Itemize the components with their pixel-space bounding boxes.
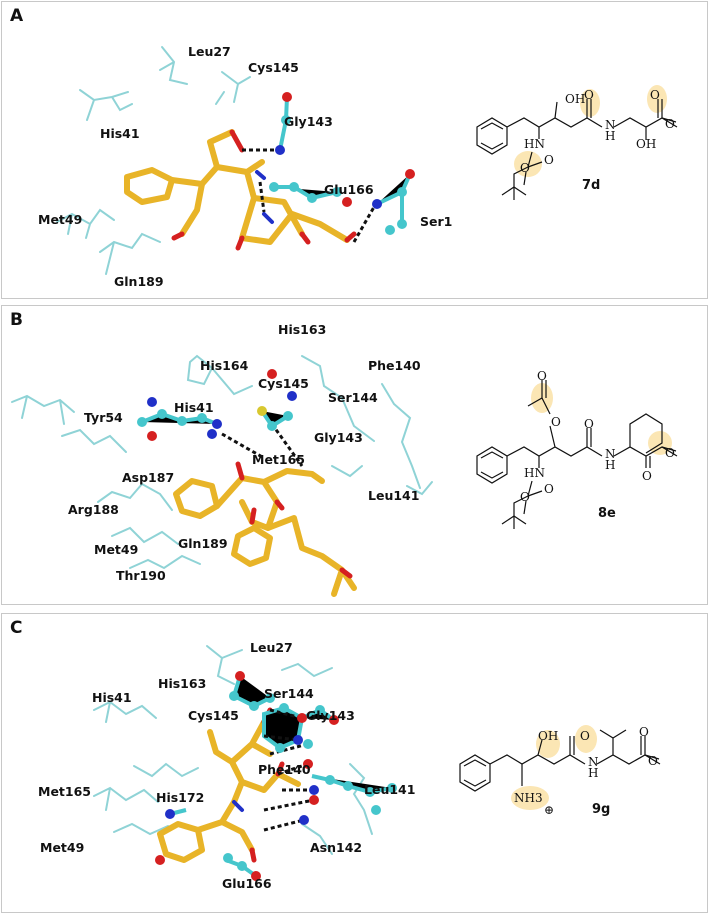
residue-label: His172 [156,790,205,805]
ligand-sticks [124,129,350,245]
residue-label: Phe140 [368,358,421,373]
ligand-sticks [157,719,301,863]
svg-text:O: O [642,469,652,483]
residue-label: Thr190 [116,568,166,583]
hbond-lines [221,423,304,467]
svg-text:O: O [544,482,554,496]
residue-label: Glu166 [324,182,374,197]
residue-label: His41 [92,690,132,705]
panel-label: A [10,6,24,26]
svg-text:OH: OH [538,729,558,743]
svg-text:O: O [544,153,554,167]
residue-label: Met49 [94,542,139,557]
compound-label: 9g [592,802,611,817]
residue-label: Leu27 [250,640,293,655]
residue-label: His163 [278,322,327,337]
residue-label: Ser1 [420,214,453,229]
panel-a: A [1,1,708,299]
binding-pose-render [93,645,397,881]
residue-label: Ser144 [264,686,314,701]
svg-text:NH3: NH3 [514,791,543,805]
hbond-lines [263,708,315,832]
residue-label: Cys145 [188,708,239,723]
svg-text:O: O [665,117,675,131]
panel-b: B [1,305,708,605]
panel-c: C [1,613,708,913]
svg-text:HN: HN [524,137,545,151]
svg-text:O: O [648,754,658,768]
svg-text:H: H [605,129,615,143]
svg-text:O: O [551,415,561,429]
residue-label: Tyr54 [84,410,123,425]
svg-text:O: O [584,88,594,102]
svg-text:N: N [605,447,616,461]
svg-text:OH: OH [636,137,656,151]
structure-8e: O O O N H O O HN O O [476,369,678,529]
structure-7d: OH O N H O O OH HN O O [476,85,678,200]
binding-pose-render [56,46,415,275]
panel-label: B [10,310,23,330]
svg-text:O: O [665,446,675,460]
svg-text:N: N [588,755,599,769]
residue-label: Leu141 [368,488,420,503]
svg-text:O: O [537,369,547,383]
residue-label: Glu166 [222,876,272,891]
structure-9g: OH O N H O O NH3 ⊕ [459,725,661,817]
residue-label: Gly143 [314,430,363,445]
ball-atoms [155,671,397,881]
svg-text:O: O [639,725,649,739]
residue-label: Leu27 [188,44,231,59]
panel-label: C [10,618,23,638]
svg-text:O: O [580,729,590,743]
svg-text:H: H [588,766,598,780]
svg-text:HN: HN [524,466,545,480]
residue-label: Asp187 [122,470,175,485]
svg-text:H: H [605,458,615,472]
residue-label: Phe140 [258,762,311,777]
residue-label: Gln189 [114,274,164,289]
residue-label: Cys145 [248,60,299,75]
svg-text:N: N [605,118,616,132]
residue-label: Met49 [38,212,83,227]
residue-label: Met49 [40,840,85,855]
residue-label: Met165 [38,784,91,799]
residue-label: Gln189 [178,536,228,551]
residue-label: His41 [174,400,214,415]
residue-label: Arg188 [68,502,119,517]
compound-label: 8e [598,506,616,521]
ball-atoms [269,92,415,235]
svg-text:O: O [650,88,660,102]
compound-label: 7d [582,178,601,193]
svg-text:O: O [520,490,530,504]
residue-label: His41 [100,126,140,141]
residue-label: Cys145 [258,376,309,391]
svg-text:O: O [520,161,530,175]
residue-label: His163 [158,676,207,691]
svg-text:O: O [584,417,594,431]
svg-text:OH: OH [565,92,585,106]
svg-text:⊕: ⊕ [544,803,554,817]
residue-label: His164 [200,358,249,373]
binding-pose-render [11,354,433,597]
residue-label: Gly143 [306,708,355,723]
residue-label: Asn142 [310,840,363,855]
residue-label: Leu141 [364,782,416,797]
residue-label: Ser144 [328,390,378,405]
residue-label: Met165 [252,452,305,467]
residue-label: Gly143 [284,114,333,129]
ball-atoms [137,369,297,441]
hbond-lines [242,148,376,243]
